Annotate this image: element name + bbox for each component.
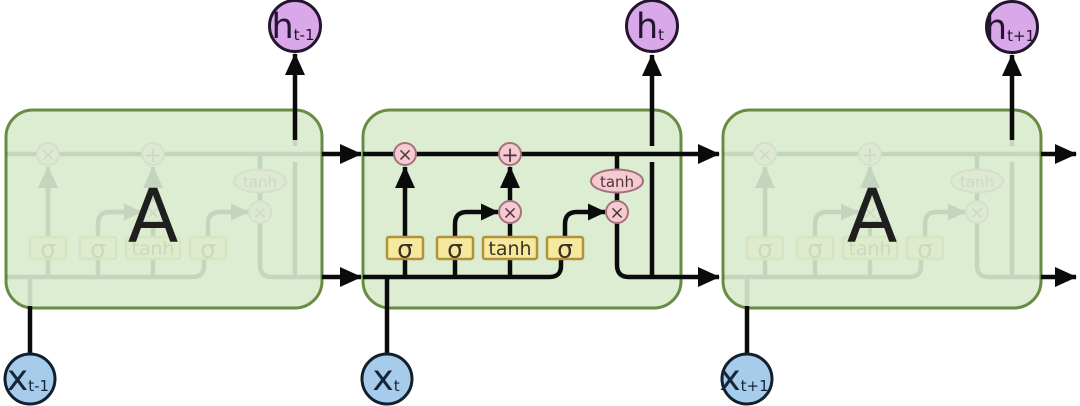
chain-connectors	[27, 53, 1077, 354]
input-nodes: xt-1 xt xt+1	[3, 352, 774, 406]
h-prev-node	[268, 0, 322, 53]
h-next-node	[985, 0, 1039, 54]
x-prev-text: xt-1	[7, 358, 49, 399]
x-next-node	[720, 352, 774, 406]
x-prev-node	[3, 352, 57, 406]
x-next-text: xt+1	[719, 358, 768, 399]
x-curr-node	[360, 352, 414, 406]
x-curr-text: xt	[372, 358, 399, 399]
h-next-text: ht+1	[985, 8, 1035, 48]
h-curr-text: ht	[636, 7, 664, 47]
hidden-output-nodes: ht-1 ht ht+1	[268, 0, 1039, 54]
right-cell-label: A	[847, 174, 898, 260]
left-cell-label: A	[128, 174, 179, 260]
h-prev-text: ht-1	[271, 7, 314, 47]
h-curr-node	[625, 0, 679, 53]
